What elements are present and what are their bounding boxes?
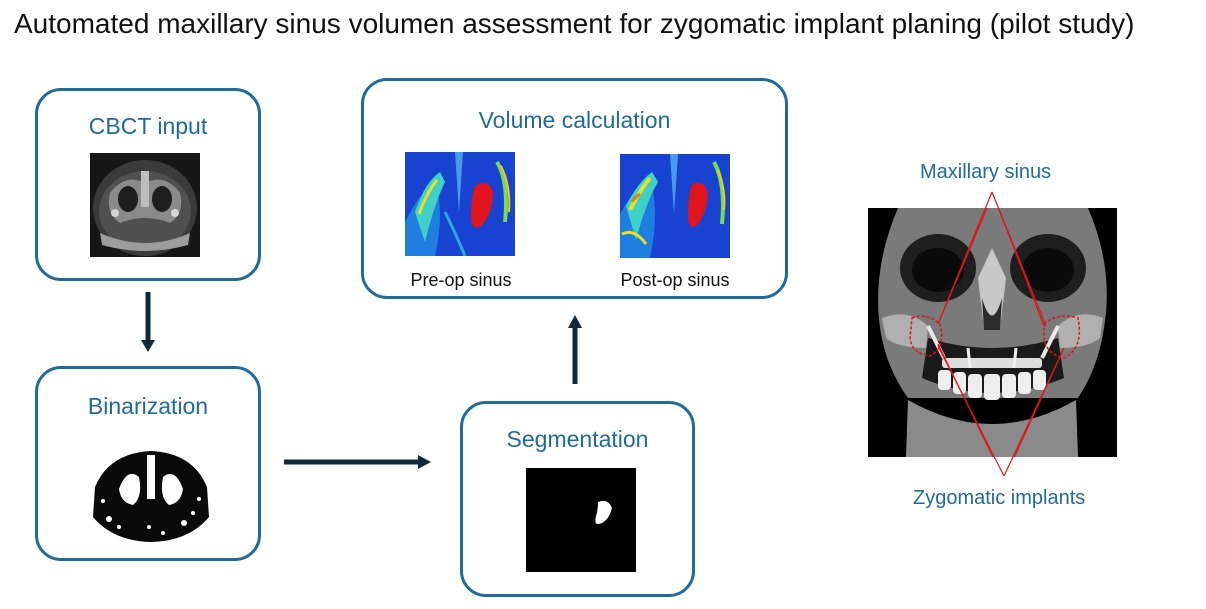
segmentation-box: Segmentation [460, 401, 695, 597]
post-op-sinus-caption: Post-op sinus [620, 270, 730, 290]
arrow-segmentation-to-volume [568, 315, 582, 384]
zygomatic-implants-label: Zygomatic implants [913, 487, 1086, 509]
binarization-box: Binarization [35, 366, 261, 561]
arrow-cbct-to-binarization [141, 292, 155, 352]
maxillary-sinus-label: Maxillary sinus [920, 161, 1052, 183]
volume-calculation-box: Volume calculation Pre-op sinus Post-op … [361, 78, 788, 299]
segmentation-mask-image [526, 468, 636, 572]
volume-calculation-label: Volume calculation [478, 107, 671, 133]
pre-op-sinus-heatmap [405, 152, 515, 256]
segmentation-label: Segmentation [506, 426, 649, 452]
cbct-input-label: CBCT input [88, 113, 208, 139]
post-op-sinus-heatmap [620, 154, 730, 258]
binarization-label: Binarization [87, 393, 209, 419]
page-title: Automated maxillary sinus volumen assess… [14, 8, 1135, 39]
binarized-scan-image [89, 447, 213, 543]
arrow-binarization-to-segmentation [284, 455, 431, 469]
cbct-input-box: CBCT input [35, 88, 261, 281]
cbct-scan-image [90, 153, 200, 257]
skull-xray-image [868, 208, 1117, 457]
pre-op-sinus-caption: Pre-op sinus [410, 270, 512, 290]
